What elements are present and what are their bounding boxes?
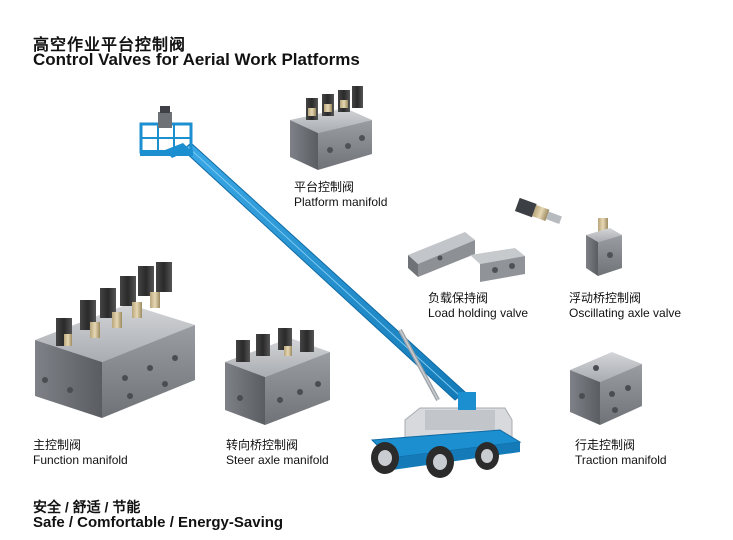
label-en: Oscillating axle valve — [569, 306, 682, 320]
load-holding-valve-image — [408, 232, 525, 282]
boom-lift-machine — [139, 106, 522, 478]
title-english: Control Valves for Aerial Work Platforms — [33, 50, 360, 69]
label-steer-axle-manifold: 转向桥控制阀 Steer axle manifold — [226, 438, 329, 468]
label-load-holding-valve: 负载保持阀 Load holding valve — [428, 291, 528, 321]
traction-manifold-image — [570, 352, 642, 425]
label-zh: 行走控制阀 — [575, 438, 636, 452]
platform-manifold-image — [290, 86, 372, 170]
wheels — [371, 442, 499, 478]
oscillating-axle-valve-image — [586, 218, 622, 276]
label-zh: 负载保持阀 — [428, 291, 489, 305]
title-chinese: 高空作业平台控制阀 — [33, 37, 187, 54]
label-zh: 主控制阀 — [33, 438, 82, 452]
label-oscillating-axle-valve: 浮动桥控制阀 Oscillating axle valve — [569, 291, 681, 321]
tagline-english: Safe / Comfortable / Energy-Saving — [33, 514, 284, 531]
tagline-chinese: 安全 / 舒适 / 节能 — [33, 499, 141, 515]
label-platform-manifold: 平台控制阀 Platform manifold — [294, 180, 387, 210]
label-zh: 平台控制阀 — [294, 180, 355, 194]
label-en: Platform manifold — [294, 195, 388, 209]
label-en: Traction manifold — [575, 453, 667, 467]
label-zh: 转向桥控制阀 — [226, 438, 299, 452]
label-en: Load holding valve — [428, 306, 529, 320]
cartridge-valve-image — [514, 197, 562, 224]
platform-basket — [139, 106, 193, 156]
label-en: Function manifold — [33, 453, 128, 467]
label-traction-manifold: 行走控制阀 Traction manifold — [575, 438, 667, 468]
label-function-manifold: 主控制阀 Function manifold — [33, 438, 128, 468]
label-zh: 浮动桥控制阀 — [569, 291, 642, 305]
steer-axle-manifold-image — [225, 328, 330, 425]
function-manifold-image — [35, 262, 195, 418]
label-en: Steer axle manifold — [226, 453, 329, 467]
